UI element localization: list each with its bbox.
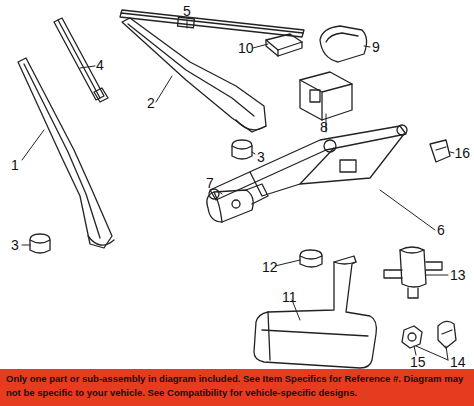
callout-number: 1 [11,158,19,172]
callout-number: 3 [257,150,265,164]
callout-number: 11 [282,290,297,304]
wiper-linkage [209,125,407,200]
wiper-motor [207,184,268,222]
grommet [402,326,422,348]
disclaimer-text: Only one part or sub-assembly in diagram… [6,372,468,400]
wiper-arm [18,58,114,248]
callout-number: 3 [11,238,19,252]
cover-part [320,26,367,62]
callout-number: 2 [147,96,155,110]
callout-number: 13 [450,268,466,282]
callout-number: 9 [372,40,380,54]
callout-number: 15 [410,355,426,369]
connector-part [430,140,450,162]
wiper-blade [54,18,108,102]
pump-seal [300,250,322,267]
washer-pump [384,247,442,298]
callout-number: 8 [320,120,328,134]
disclaimer-band: Only one part or sub-assembly in diagram… [0,369,474,406]
wiper-arm [122,18,266,132]
pivot-cap [30,234,50,253]
bracket-part [266,34,302,56]
callout-number: 10 [238,41,254,55]
callout-number: 16 [454,146,470,160]
callout-number: 4 [96,58,104,72]
housing-part [300,72,352,120]
wiper-blade [120,10,304,37]
callout-number: 14 [450,355,466,369]
callout-number: 12 [262,260,278,274]
washer-reservoir [254,256,376,368]
washer-nozzle [438,321,456,348]
leader-lines [22,20,454,360]
callout-number: 6 [437,223,445,237]
callout-number: 7 [206,176,214,190]
pivot-cap [232,140,252,159]
callout-number: 5 [183,4,191,18]
